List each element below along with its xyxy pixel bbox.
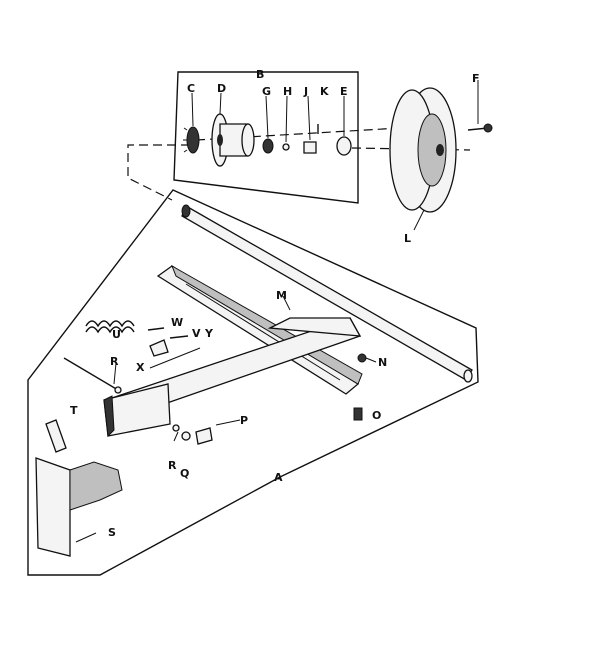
part-u-spring: [85, 320, 135, 334]
label-b: B: [256, 68, 264, 81]
label-y: Y: [204, 327, 214, 340]
label-q: Q: [180, 467, 189, 480]
label-d: D: [217, 82, 226, 95]
label-r-lower: R: [168, 459, 177, 472]
part-p-block: [195, 427, 213, 445]
part-j-bushing: [303, 141, 317, 154]
leader-lines: [75, 92, 425, 543]
assembly-a-outline: [27, 189, 479, 576]
label-x: X: [136, 361, 145, 374]
label-a: A: [274, 471, 283, 484]
part-x-wire: [149, 347, 201, 369]
part-r-rod-end: [114, 386, 122, 394]
part-w-bolt: [147, 327, 165, 331]
part-e-cap: [336, 136, 352, 156]
part-v-clip: [149, 339, 169, 357]
label-w: W: [171, 316, 183, 329]
label-e: E: [340, 85, 348, 98]
label-j: J: [303, 85, 308, 98]
assembly-b-outline: [173, 71, 359, 204]
label-t: T: [70, 404, 78, 417]
label-v: V: [192, 327, 201, 340]
part-r-rod: [63, 357, 119, 391]
label-s: S: [108, 526, 116, 539]
part-g-bearing: [262, 138, 274, 154]
cross-member: [105, 317, 362, 421]
label-k: K: [320, 85, 329, 98]
part-l-wheel: [389, 87, 457, 213]
part-d-hub: [211, 113, 255, 167]
label-c: C: [187, 82, 195, 95]
axle-shaft: [181, 204, 473, 383]
label-g: G: [262, 85, 271, 98]
label-h: H: [283, 85, 292, 98]
label-o: O: [372, 409, 381, 422]
label-l: L: [404, 232, 411, 245]
label-p: P: [240, 414, 248, 427]
part-m-channel: [156, 264, 363, 395]
part-t-bracket: [103, 383, 171, 438]
label-r-upper: R: [110, 355, 119, 368]
part-r-spacer: [172, 424, 180, 432]
label-m: M: [276, 289, 287, 302]
part-o-screw: [353, 407, 363, 421]
part-f-bolt: [467, 80, 493, 133]
part-h-washer: [282, 143, 290, 151]
label-f: F: [472, 72, 480, 85]
dashed-connector-left: [127, 144, 190, 201]
part-q-washer: [181, 431, 191, 441]
part-n-nut: [357, 353, 367, 363]
part-s-post: [35, 419, 123, 557]
label-n: N: [378, 356, 387, 369]
part-c-sprocket: [183, 126, 200, 154]
part-y-pin: [169, 335, 189, 339]
label-u: U: [112, 328, 121, 341]
